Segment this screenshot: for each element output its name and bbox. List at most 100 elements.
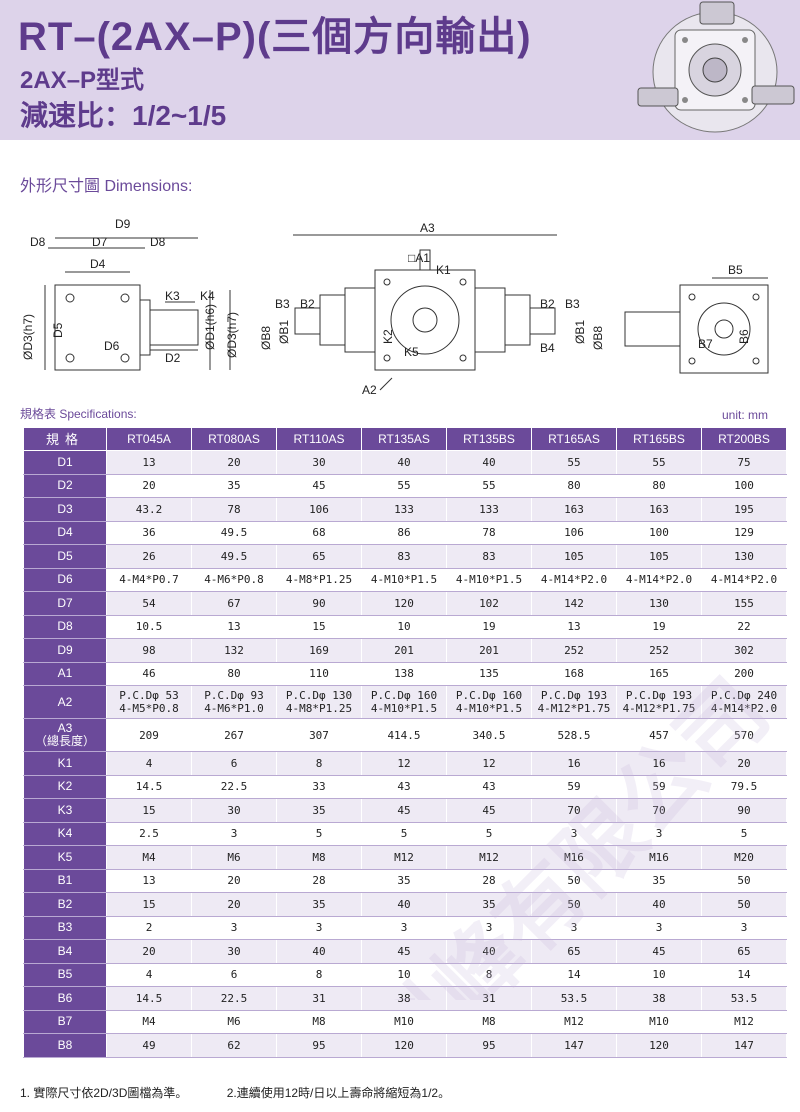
label-b5: B5 [728, 263, 743, 277]
label-d3-left: ØD3(h7) [21, 314, 35, 360]
spec-cell: 19 [446, 614, 532, 639]
spec-cell: 19 [616, 614, 702, 639]
reduction-ratio: 減速比：1/2~1/5 [20, 100, 227, 131]
dimensions-heading: 外形尺寸圖 Dimensions: [20, 178, 193, 195]
spec-cell: 16 [616, 751, 702, 776]
spec-cell: 45 [616, 939, 702, 964]
column-header-rt135bs: RT135BS [446, 427, 532, 451]
spec-cell: 130 [701, 544, 787, 569]
spec-cell: 14.5 [106, 774, 192, 799]
spec-cell: 120 [361, 591, 447, 616]
label-d8-left: D8 [30, 235, 46, 249]
label-b3-left: B3 [275, 297, 290, 311]
spec-cell: 5 [276, 821, 362, 846]
spec-cell: 307 [276, 718, 362, 752]
spec-cell: 86 [361, 520, 447, 545]
spec-cell: 20 [701, 751, 787, 776]
spec-cell-line: P.C.Dφ 240 [710, 689, 778, 702]
label-k4: K4 [200, 289, 215, 303]
spec-cell-line: P.C.Dφ 193 [625, 689, 693, 702]
label-k3: K3 [165, 289, 180, 303]
spec-cell: 40 [446, 450, 532, 475]
spec-cell: 142 [531, 591, 617, 616]
footnote-1: 1. 實際尺寸依2D/3D圖檔為準。 [20, 1086, 188, 1100]
spec-cell: 3 [446, 915, 532, 940]
label-d5: D5 [51, 322, 65, 338]
row-label-text: D5 [57, 548, 73, 563]
right-view [624, 277, 769, 374]
label-a3: A3 [420, 221, 435, 235]
spec-cell: 3 [191, 915, 277, 940]
spec-cell: 28 [276, 868, 362, 893]
spec-cell: M12 [446, 845, 532, 870]
spec-cell: 36 [106, 520, 192, 545]
spec-cell: 252 [531, 638, 617, 663]
spec-cell: 102 [446, 591, 532, 616]
spec-cell: 22.5 [191, 774, 277, 799]
spec-cell: 20 [191, 450, 277, 475]
spec-cell: 6 [191, 751, 277, 776]
spec-cell: 5 [361, 821, 447, 846]
row-label-d2: D2 [23, 473, 107, 498]
spec-cell: 2 [106, 915, 192, 940]
row-label-text: D2 [57, 478, 73, 493]
row-sublabel-text: （總長度） [34, 734, 95, 748]
spec-cell: 45 [361, 939, 447, 964]
spec-cell: 105 [531, 544, 617, 569]
row-label-text: B3 [57, 920, 73, 935]
spec-cell: 55 [361, 473, 447, 498]
spec-cell: 13 [106, 868, 192, 893]
spec-cell: 20 [191, 868, 277, 893]
spec-cell: 12 [446, 751, 532, 776]
spec-cell: 65 [531, 939, 617, 964]
label-a2: A2 [362, 383, 377, 397]
spec-cell-line: P.C.Dφ 193 [540, 689, 608, 702]
row-label-text: B7 [57, 1014, 73, 1029]
spec-cell: 49 [106, 1033, 192, 1058]
row-label-text: D3 [57, 501, 73, 516]
spec-cell: 105 [616, 544, 702, 569]
row-label-d6: D6 [23, 567, 107, 592]
spec-cell: 31 [276, 986, 362, 1011]
row-label-text: B6 [57, 990, 73, 1005]
spec-cell: M8 [446, 1009, 532, 1034]
spec-cell: M10 [361, 1009, 447, 1034]
column-header-rt165as: RT165AS [531, 427, 617, 451]
spec-cell: M12 [531, 1009, 617, 1034]
spec-cell: 3 [191, 821, 277, 846]
spec-cell: 133 [446, 497, 532, 522]
spec-cell-line: P.C.Dφ 160 [370, 689, 438, 702]
spec-cell: 31 [446, 986, 532, 1011]
row-label-text: B5 [57, 967, 73, 982]
label-d8-right: D8 [150, 235, 166, 249]
row-label-text: B8 [57, 1037, 73, 1052]
spec-cell-line: 4-M14*P2.0 [710, 702, 778, 715]
spec-cell: 53.5 [701, 986, 787, 1011]
left-view [44, 237, 231, 371]
spec-cell: 78 [191, 497, 277, 522]
dimension-drawings: D9 D8 D7 D8 D4 K3 K4 D6 D2 ØD3(h7) D5 ØD… [21, 217, 769, 397]
spec-cell: 209 [106, 718, 192, 752]
row-label-text: A2 [57, 694, 73, 709]
spec-cell: 20 [106, 939, 192, 964]
column-header-rt110as: RT110AS [276, 427, 362, 451]
spec-cell: 4-M10*P1.5 [446, 567, 532, 592]
label-d7: D7 [92, 235, 108, 249]
spec-cell: 45 [361, 798, 447, 823]
label-b2-left: B2 [300, 297, 315, 311]
label-a1: □A1 [408, 251, 430, 265]
row-label-b7: B7 [23, 1009, 107, 1034]
